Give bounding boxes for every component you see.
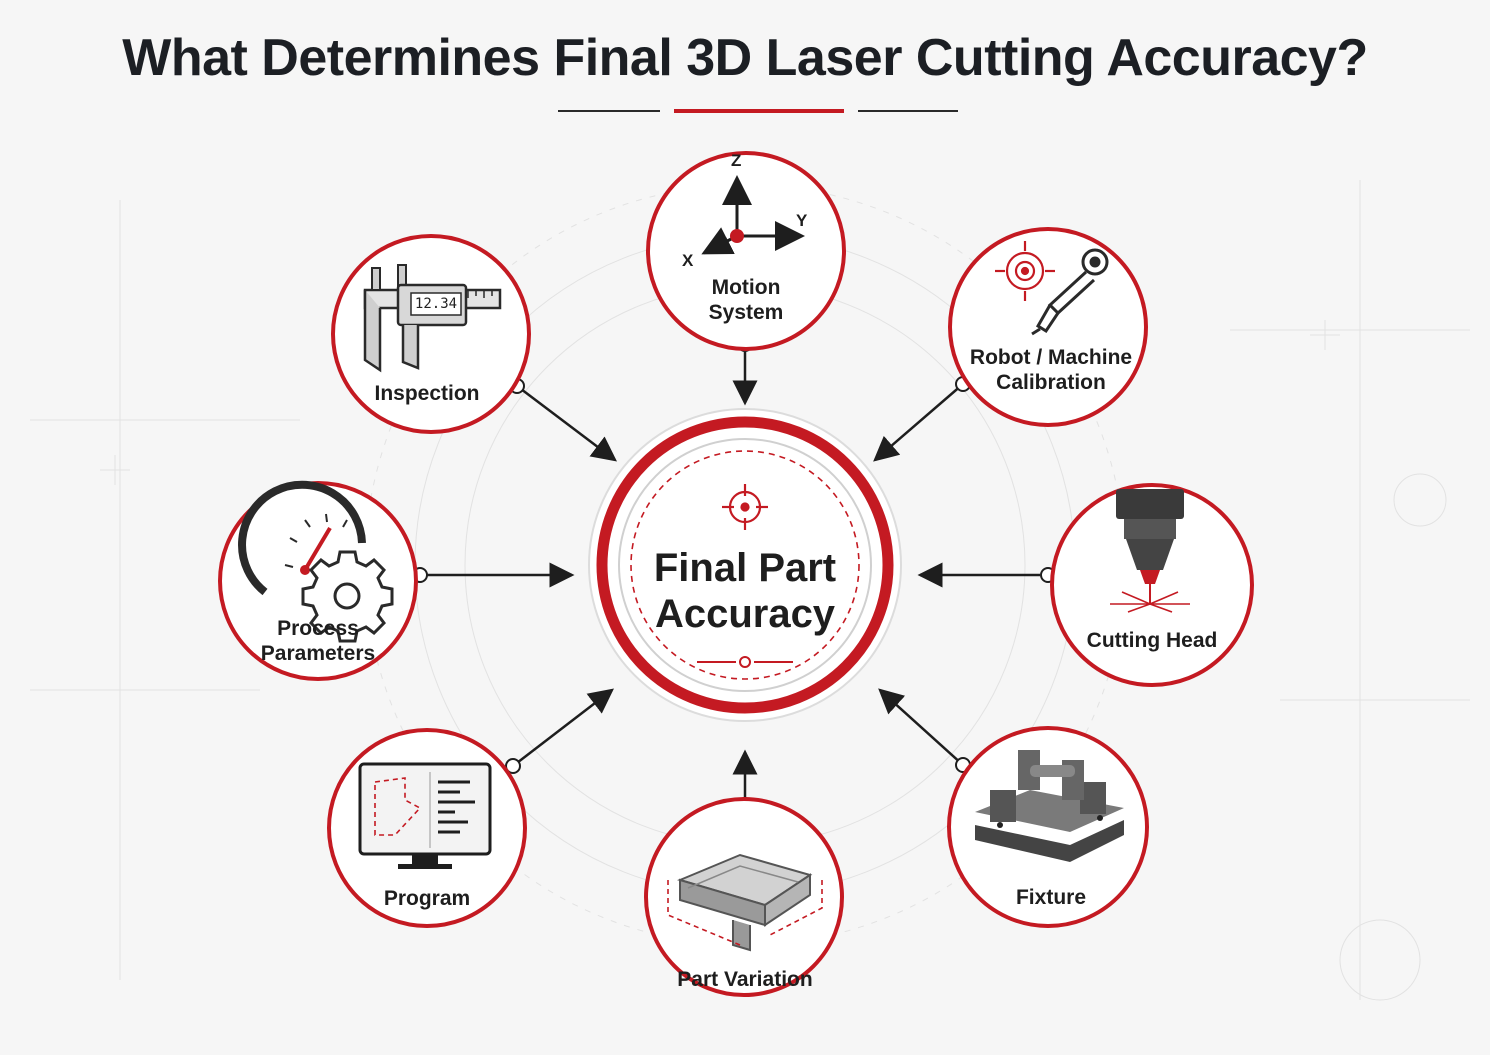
axis-y-label: Y bbox=[796, 211, 808, 230]
axis-x-label: X bbox=[682, 251, 694, 270]
label-calibration: Robot / Machine Calibration bbox=[951, 345, 1151, 395]
label-parameters-line2: Parameters bbox=[260, 642, 376, 665]
title-rule-right bbox=[858, 110, 958, 112]
sheet-metal-part-icon bbox=[667, 853, 823, 952]
robot-target-icon bbox=[995, 241, 1109, 336]
page-title: What Determines Final 3D Laser Cutting A… bbox=[122, 29, 1368, 87]
monitor-program-icon bbox=[358, 762, 492, 869]
label-program: Program bbox=[383, 887, 471, 910]
axis-z-label: Z bbox=[731, 151, 741, 170]
fixture-clamp-icon bbox=[975, 750, 1124, 862]
label-part-variation: Part Variation bbox=[677, 968, 813, 991]
node-motion-system bbox=[646, 151, 846, 351]
laser-cutting-head-icon bbox=[1110, 489, 1190, 613]
xyz-axes-icon: Z Y X bbox=[682, 151, 808, 270]
caliper-icon bbox=[363, 264, 502, 373]
arrow-calibration bbox=[873, 383, 964, 462]
label-inspection: Inspection bbox=[374, 382, 480, 405]
crosshair-target-icon bbox=[722, 484, 768, 530]
gauge-gear-icon bbox=[238, 480, 394, 643]
label-motion-system: Motion System bbox=[646, 275, 846, 325]
label-calibration-line1: Robot / Machine bbox=[969, 346, 1133, 369]
arrow-fixture bbox=[878, 688, 964, 766]
node-cutting-head bbox=[1050, 483, 1254, 687]
center-label-line1: Final Part bbox=[653, 546, 837, 590]
title-rule-left bbox=[558, 110, 660, 112]
label-calibration-line2: Calibration bbox=[996, 371, 1106, 394]
node-inspection bbox=[331, 234, 531, 434]
label-cutting-head: Cutting Head bbox=[1086, 629, 1218, 652]
arrow-inspection bbox=[516, 385, 617, 462]
label-fixture: Fixture bbox=[1015, 886, 1086, 909]
label-process-parameters: Process Parameters bbox=[218, 616, 418, 666]
caliper-readout: 12.34 bbox=[414, 296, 458, 312]
label-motion-line2: System bbox=[708, 301, 784, 324]
label-parameters-line1: Process bbox=[277, 617, 359, 640]
title-rule-center bbox=[674, 109, 844, 113]
center-divider bbox=[697, 656, 793, 668]
center-label-line2: Accuracy bbox=[654, 592, 836, 636]
center-label: Final Part Accuracy bbox=[595, 545, 895, 637]
connectors bbox=[420, 352, 1040, 797]
center-node bbox=[588, 408, 902, 722]
arrow-program bbox=[512, 688, 614, 767]
label-motion-line1: Motion bbox=[711, 276, 781, 299]
